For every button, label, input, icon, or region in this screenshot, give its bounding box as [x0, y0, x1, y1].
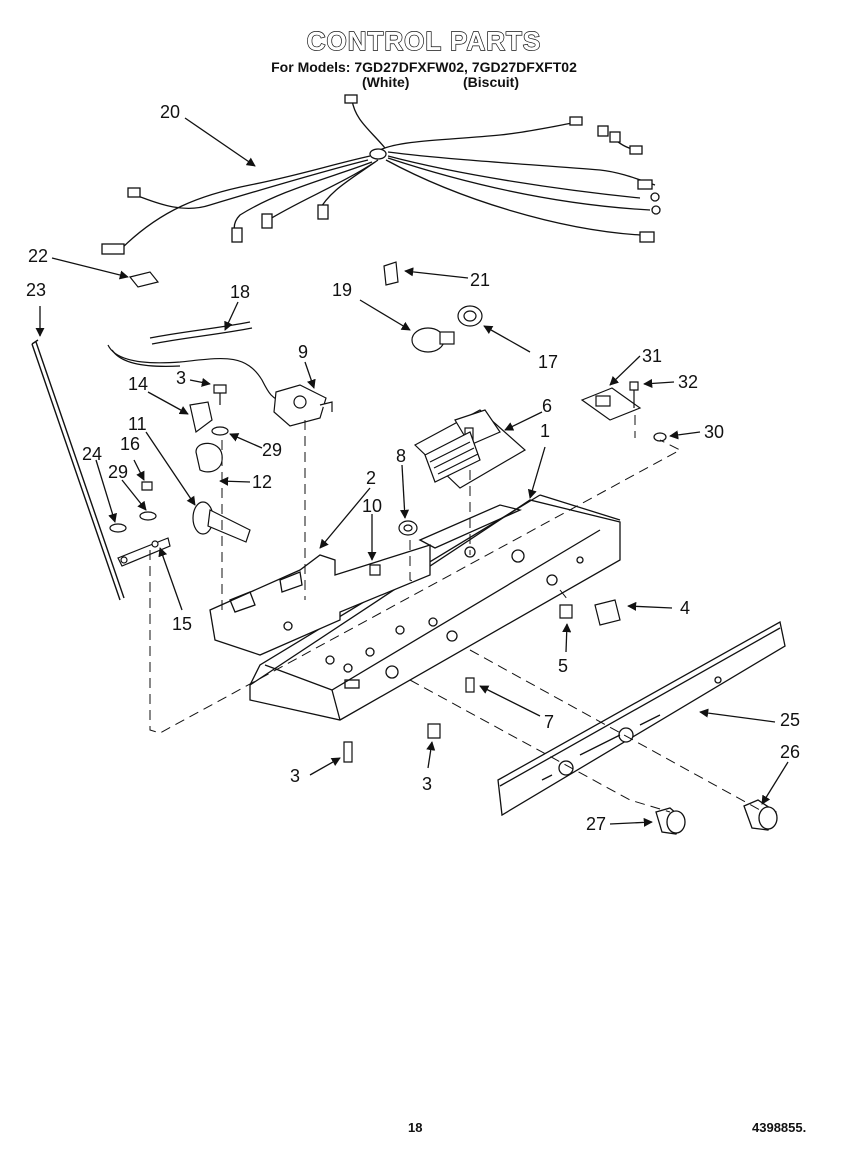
- callout-9: 9: [298, 342, 308, 362]
- callout-19: 19: [332, 280, 352, 300]
- tubing-18: [149, 321, 253, 345]
- color-white-label: (White): [362, 74, 410, 90]
- phantom-lines: [149, 415, 761, 813]
- header: CONTROL PARTS For Models: 7GD27DFXFW02, …: [0, 25, 848, 75]
- relay-board-31: [580, 381, 667, 442]
- callout-11: 11: [128, 414, 147, 434]
- callout-labels: 1 2 3 3 3 3 4 5 6 7 8 9 10 11 12 14 15 1…: [26, 102, 800, 834]
- callout-7: 7: [544, 712, 554, 732]
- control-board-6: [413, 409, 527, 489]
- light-socket: [457, 305, 483, 327]
- color-biscuit-label: (Biscuit): [463, 74, 519, 90]
- control-thermostat-9: [273, 384, 333, 427]
- screws-washers-left: [109, 384, 229, 567]
- light-bulb: [411, 327, 455, 353]
- callout-16: 16: [120, 434, 140, 454]
- capillary-tube: [107, 344, 286, 403]
- wire-harness: [101, 94, 661, 255]
- callout-29-right: 29: [262, 440, 282, 460]
- page-number: 18: [408, 1120, 423, 1135]
- callout-26: 26: [780, 742, 800, 762]
- callout-15: 15: [172, 614, 192, 634]
- document-number-suffix: .: [802, 1120, 807, 1135]
- callout-14: 14: [128, 374, 148, 394]
- callout-5: 5: [558, 656, 568, 676]
- callout-12: 12: [252, 472, 272, 492]
- page-title: CONTROL PARTS: [306, 25, 542, 56]
- callout-3-top: 3: [176, 368, 186, 388]
- rod-23: [31, 339, 125, 601]
- model-numbers: For Models: 7GD27DFXFW02, 7GD27DFXFT02: [271, 59, 577, 75]
- callout-10: 10: [362, 496, 382, 516]
- leader-arrows: [35, 117, 789, 827]
- control-knobs: [655, 799, 778, 835]
- callout-30: 30: [704, 422, 724, 442]
- callout-3-bottom-left: 3: [290, 766, 300, 786]
- callout-20: 20: [160, 102, 180, 122]
- callout-8: 8: [396, 446, 406, 466]
- callout-2: 2: [366, 468, 376, 488]
- callout-24: 24: [82, 444, 102, 464]
- callout-6: 6: [542, 396, 552, 416]
- document-number-value: 4398855: [752, 1120, 803, 1135]
- callout-4: 4: [680, 598, 690, 618]
- callout-22: 22: [28, 246, 48, 266]
- callout-27: 27: [586, 814, 606, 834]
- callout-21: 21: [470, 270, 490, 290]
- control-knob-shaft-11: [192, 501, 251, 543]
- callout-25: 25: [780, 710, 800, 730]
- small-parts-housing: [343, 520, 621, 763]
- callout-1: 1: [540, 421, 550, 441]
- callout-3-bottom: 3: [422, 774, 432, 794]
- clip-21: [383, 261, 399, 286]
- callout-17: 17: [538, 352, 558, 372]
- callout-31: 31: [642, 346, 662, 366]
- callout-18: 18: [230, 282, 250, 302]
- callout-29-left: 29: [108, 462, 128, 482]
- document-number: 4398855.: [752, 1120, 806, 1135]
- clip-22: [128, 271, 160, 288]
- callout-32: 32: [678, 372, 698, 392]
- callout-23: 23: [26, 280, 46, 300]
- console-panel-25: [497, 620, 786, 817]
